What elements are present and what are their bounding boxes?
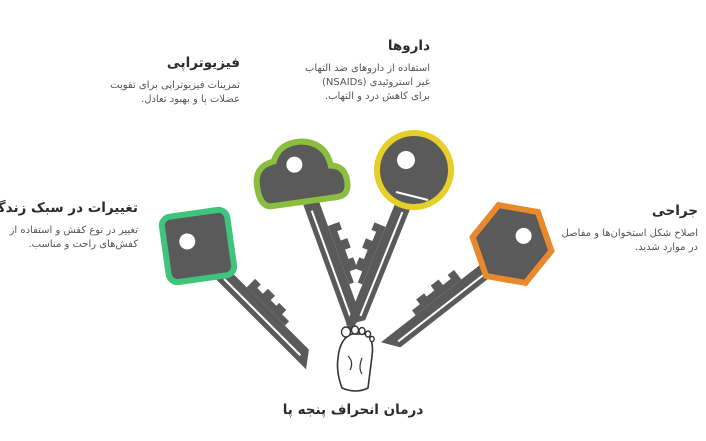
physiotherapy-label: فیزیوتراپی تمرینات فیزیوتراپی برای تقویت… <box>90 55 240 107</box>
lifestyle-key-teeth <box>246 278 290 326</box>
medication-description: استفاده از داروهای ضد التهاب غیر استروئی… <box>280 62 430 104</box>
medication-title: داروها <box>387 38 430 54</box>
physiotherapy-desc-line: عضلات پا و بهبود تعادل. <box>141 94 240 105</box>
lifestyle-label: تغییرات در سبک زندگی تغییر در نوع کفش و … <box>0 200 138 252</box>
medication-key-teeth <box>354 222 386 285</box>
medication-desc-line: غیر استروئیدی (NSAIDs) <box>321 77 430 88</box>
main-title: درمان انحراف پنجه پا <box>282 402 424 418</box>
medication-label: داروها استفاده از داروهای ضد التهاب غیر … <box>280 38 430 104</box>
physiotherapy-title: فیزیوتراپی <box>166 55 240 71</box>
surgery-key-shaft <box>380 262 494 348</box>
medication-desc-line: استفاده از داروهای ضد التهاب <box>305 63 430 74</box>
lifestyle-desc-line: تغییر در نوع کفش و استفاده از <box>9 225 138 236</box>
surgery-key <box>380 201 555 348</box>
surgery-key-teeth <box>411 269 462 316</box>
lifestyle-desc-line: کفش‌های راحت و مناسب. <box>28 239 139 250</box>
physiotherapy-key <box>253 138 361 333</box>
surgery-desc-line: اصلاح شکل استخوان‌ها و مفاصل <box>561 228 698 239</box>
medication-key <box>345 130 454 326</box>
square-key-head-icon <box>158 206 238 286</box>
physiotherapy-desc-line: تمرینات فیزیوتراپی برای تقویت <box>110 80 240 91</box>
lifestyle-key-shaft <box>215 267 309 370</box>
round-key-head-icon <box>374 130 454 210</box>
surgery-label: جراحی اصلاح شکل استخوان‌ها و مفاصل در مو… <box>548 203 698 255</box>
surgery-desc-line: در موارد شدید. <box>634 242 698 253</box>
physiotherapy-description: تمرینات فیزیوتراپی برای تقویت عضلات پا و… <box>90 79 240 107</box>
surgery-description: اصلاح شکل استخوان‌ها و مفاصل در موارد شد… <box>548 227 698 255</box>
lifestyle-title: تغییرات در سبک زندگی <box>0 200 138 216</box>
lifestyle-key <box>158 206 309 370</box>
lifestyle-description: تغییر در نوع کفش و استفاده از کفش‌های را… <box>0 224 138 252</box>
physiotherapy-key-teeth <box>327 221 358 285</box>
medication-desc-line: برای کاهش درد و التهاب. <box>324 91 430 102</box>
cloud-key-head-icon <box>253 138 351 210</box>
hexagon-key-head-icon <box>469 201 555 287</box>
foot-icon <box>336 325 375 392</box>
surgery-title: جراحی <box>651 203 698 219</box>
